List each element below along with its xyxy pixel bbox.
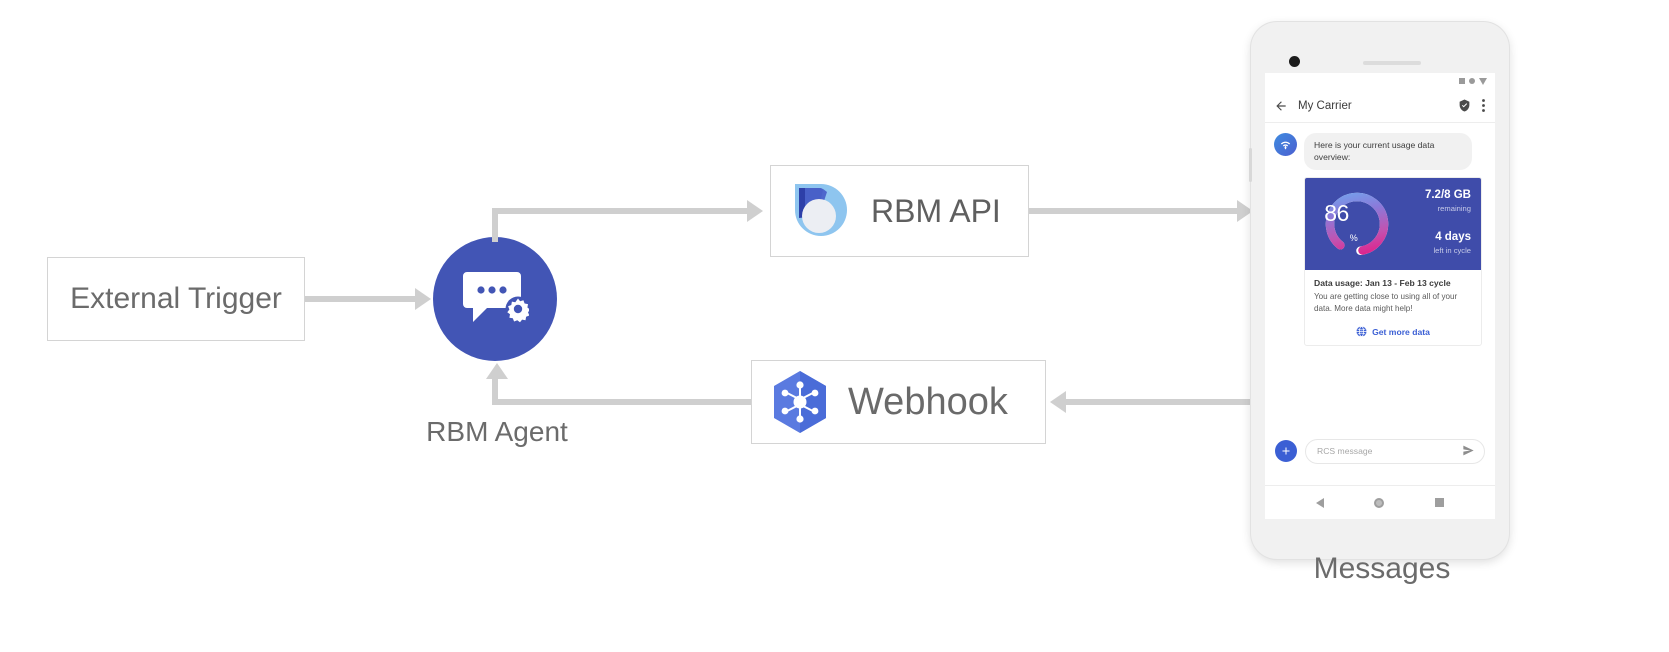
arrow-agent-to-api	[747, 200, 763, 222]
power-button[interactable]	[1249, 148, 1252, 182]
status-bar	[1265, 73, 1495, 89]
sensor-strip	[1363, 61, 1421, 65]
external-trigger-label: External Trigger	[70, 282, 282, 315]
arrow-trigger-to-agent	[415, 288, 431, 310]
message-row: Here is your current usage data overview…	[1274, 133, 1486, 170]
stat-days-left: 4 days left in cycle	[1433, 230, 1471, 255]
recents-square-icon[interactable]	[1434, 498, 1444, 507]
phone-mockup: My Carrier	[1249, 22, 1509, 559]
pubsub-hexagon-icon	[774, 371, 826, 433]
card-description: You are getting close to using all of yo…	[1314, 291, 1458, 314]
wifi-carrier-icon	[1274, 133, 1297, 156]
android-nav-bar	[1265, 485, 1495, 519]
connector-api-to-phone	[1029, 208, 1237, 214]
card-body: Data usage: Jan 13 - Feb 13 cycle You ar…	[1305, 270, 1481, 319]
square-icon	[1459, 78, 1465, 84]
card-title: Data usage: Jan 13 - Feb 13 cycle	[1314, 277, 1451, 288]
rbm-agent-label: RBM Agent	[426, 416, 568, 447]
rbm-droplet-icon	[793, 184, 847, 236]
arrow-phone-to-webhook	[1050, 391, 1066, 413]
rich-card[interactable]: 86 % 7.2/8 GB remaining 4 days left in c…	[1304, 176, 1482, 347]
gauge-percent: 86 %	[1305, 178, 1377, 250]
plus-icon[interactable]	[1275, 440, 1297, 462]
hero-stats: 7.2/8 GB remaining 4 days left in cycle	[1395, 189, 1471, 255]
node-rbm-api[interactable]: RBM API	[770, 165, 1029, 257]
shield-check-icon[interactable]	[1458, 99, 1471, 112]
get-more-data-label: Get more data	[1372, 326, 1430, 337]
connector-agent-to-api	[492, 208, 747, 214]
webhook-label: Webhook	[848, 380, 1008, 423]
usage-gauge	[1321, 188, 1393, 260]
message-composer: RCS message	[1265, 427, 1495, 475]
messages-label: Messages	[1313, 552, 1451, 585]
home-circle-icon[interactable]	[1374, 497, 1385, 508]
front-camera-icon	[1289, 56, 1300, 67]
connector-webhook-to-agent	[492, 399, 751, 405]
node-webhook[interactable]: Webhook	[751, 360, 1046, 444]
globe-icon	[1356, 326, 1367, 338]
arrow-api-to-phone	[1237, 200, 1253, 222]
back-arrow-icon[interactable]	[1274, 99, 1288, 113]
gauge-percent-symbol: %	[1349, 232, 1358, 243]
conversation-area: Here is your current usage data overview…	[1265, 123, 1495, 347]
circle-icon	[1469, 78, 1475, 84]
get-more-data-button[interactable]: Get more data	[1305, 319, 1481, 345]
back-triangle-icon[interactable]	[1316, 497, 1325, 508]
node-rbm-agent[interactable]	[433, 237, 557, 361]
rbm-api-label: RBM API	[871, 192, 1001, 229]
stat-data-remaining: 7.2/8 GB remaining	[1424, 188, 1471, 213]
connector-phone-to-webhook	[1066, 399, 1251, 405]
message-bubble: Here is your current usage data overview…	[1304, 133, 1472, 170]
rcs-input-placeholder: RCS message	[1317, 446, 1373, 456]
app-bar: My Carrier	[1265, 89, 1495, 123]
more-vertical-icon[interactable]	[1481, 98, 1486, 113]
gauge-percent-value: 86	[1324, 200, 1349, 227]
card-hero: 86 % 7.2/8 GB remaining 4 days left in c…	[1305, 177, 1481, 270]
connector-trigger-to-agent	[305, 296, 415, 302]
rcs-message-input[interactable]: RCS message	[1305, 438, 1485, 464]
connector-agent-up-return	[492, 378, 498, 402]
connector-agent-up	[492, 208, 498, 242]
triangle-down-icon	[1479, 77, 1487, 85]
conversation-title: My Carrier	[1298, 99, 1352, 112]
phone-screen: My Carrier	[1265, 73, 1495, 519]
arrow-webhook-to-agent	[486, 363, 508, 379]
send-icon[interactable]	[1462, 444, 1475, 459]
chat-gear-icon	[463, 272, 529, 323]
node-external-trigger[interactable]: External Trigger	[47, 257, 305, 341]
